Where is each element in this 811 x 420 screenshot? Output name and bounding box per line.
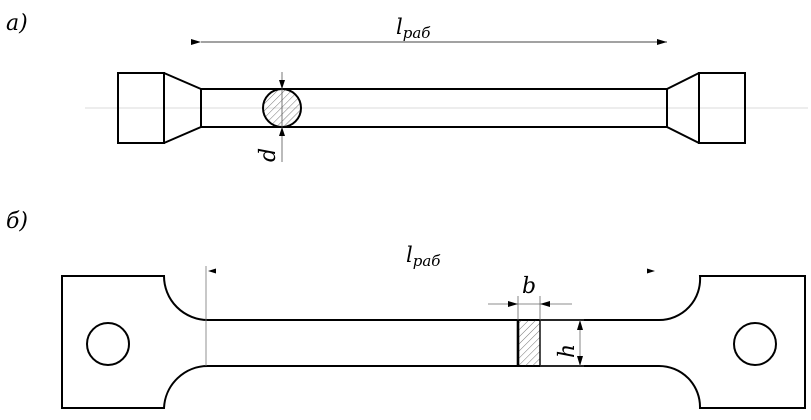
left-grip-hole bbox=[86, 322, 130, 366]
part-a-label: а) bbox=[6, 11, 28, 36]
cross-section-hatch-b bbox=[518, 320, 540, 366]
part-b-label: б) bbox=[6, 209, 28, 234]
round-specimen: а) lраб d bbox=[6, 11, 808, 162]
width-label-b: b bbox=[522, 274, 536, 299]
left-grip-a bbox=[117, 72, 165, 144]
length-label-a: lраб bbox=[396, 15, 431, 42]
right-grip-hole bbox=[733, 322, 777, 366]
diameter-arrow-top bbox=[279, 80, 285, 89]
height-arrow-bottom bbox=[577, 356, 583, 366]
width-arrow-left bbox=[508, 301, 518, 307]
gauge-body-a bbox=[200, 88, 668, 128]
height-label-b: h bbox=[555, 344, 580, 358]
left-taper-a bbox=[163, 72, 202, 144]
length-label-b: lраб bbox=[406, 243, 441, 270]
right-taper-a bbox=[666, 72, 700, 144]
width-arrow-right bbox=[540, 301, 550, 307]
diameter-label-a: d bbox=[256, 148, 281, 162]
length-arrow-left-b bbox=[208, 268, 216, 274]
flat-specimen: б) lраб b h bbox=[6, 209, 806, 409]
flat-specimen-outline bbox=[61, 275, 806, 409]
length-arrow-right-b bbox=[647, 268, 655, 274]
diameter-arrow-bottom bbox=[279, 127, 285, 136]
right-grip-a bbox=[698, 72, 746, 144]
height-arrow-top bbox=[577, 320, 583, 330]
